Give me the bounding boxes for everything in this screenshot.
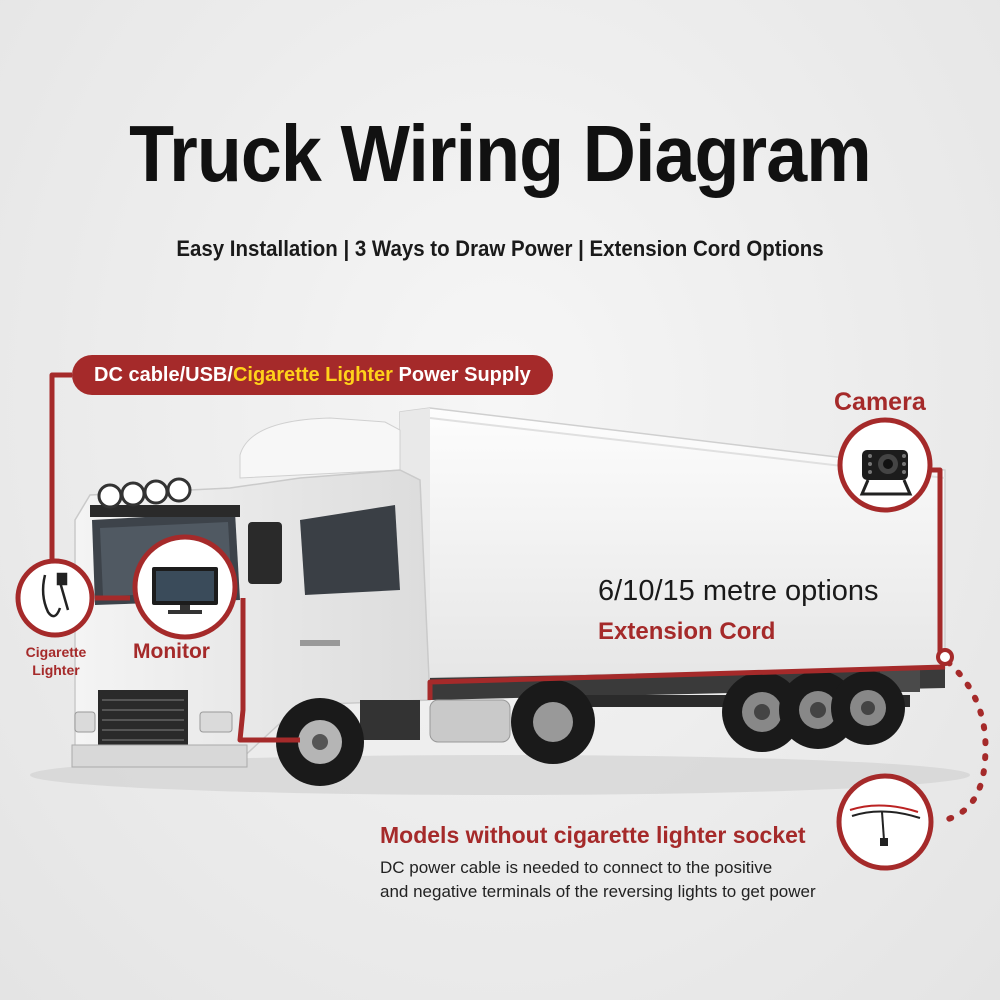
camera-icon [859,450,913,496]
extension-cord-label: Extension Cord [598,618,776,645]
cab-wheel [276,698,364,786]
dc-cable-callout [836,773,934,871]
note-body: DC power cable is needed to connect to t… [380,856,920,904]
monitor-label: Monitor [133,640,210,663]
power-supply-badge: DC cable/USB/Cigarette Lighter Power Sup… [72,355,553,395]
note-line-2: and negative terminals of the reversing … [380,882,816,901]
power-supply-text-1: DC cable/USB/ [94,364,233,386]
cigarette-lighter-icon [41,572,70,618]
cigarette-label-line1: Cigarette [25,644,87,660]
ground-shadow [30,755,970,795]
page-subtitle: Easy Installation | 3 Ways to Draw Power… [176,236,824,261]
monitor-icon [152,567,218,614]
trailer-wheels [511,671,905,764]
dc-cable-icon [849,804,921,846]
cigarette-lighter-callout [15,558,95,638]
note-title: Models without cigarette lighter socket [380,822,806,848]
camera-callout [837,417,933,513]
cigarette-label-line2: Lighter [32,662,80,678]
power-supply-text-2: Power Supply [392,364,531,386]
page-title: Truck Wiring Diagram [129,109,872,198]
cigarette-lighter-label: Cigarette Lighter [20,643,92,679]
power-supply-highlight: Cigarette Lighter [232,364,393,386]
note-line-1: DC power cable is needed to connect to t… [380,858,773,877]
camera-label: Camera [834,388,926,416]
connector-dot [936,648,954,666]
monitor-callout [132,534,238,640]
extension-options-text: 6/10/15 metre options [598,575,879,607]
dotted-extension-line [942,659,989,823]
roof-lights-icon [97,477,192,509]
